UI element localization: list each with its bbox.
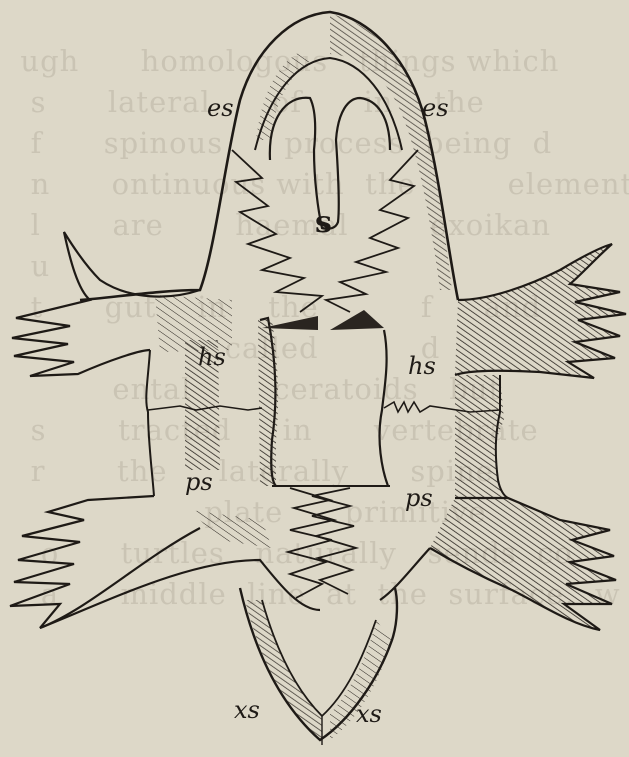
lower-bowl-edge-right bbox=[380, 548, 430, 600]
left-lower-hatch bbox=[190, 510, 272, 548]
label-es-right: es bbox=[422, 96, 449, 120]
label-xs-right: xs bbox=[356, 702, 382, 726]
right-upper-process bbox=[455, 244, 626, 378]
label-hs-right: hs bbox=[408, 354, 436, 378]
label-ps-left: ps bbox=[185, 470, 213, 494]
central-body-right bbox=[380, 330, 388, 486]
episternal-shading bbox=[330, 14, 452, 290]
episternal-shading-left bbox=[256, 52, 312, 140]
hypo-suture-left bbox=[288, 488, 334, 598]
central-dark-strip bbox=[258, 320, 278, 486]
label-ps-right: ps bbox=[405, 486, 433, 510]
lower-bowl-edge bbox=[40, 560, 320, 628]
label-s: s bbox=[315, 208, 332, 238]
left-lower-process bbox=[10, 496, 200, 628]
hyosternal-suture-right bbox=[326, 150, 418, 312]
left-mid-edge bbox=[146, 350, 154, 496]
label-es-left: es bbox=[207, 96, 234, 120]
right-triangle bbox=[330, 310, 384, 330]
label-xs-left: xs bbox=[234, 698, 260, 722]
hyosternal-suture-left bbox=[232, 150, 322, 312]
label-hs-left: hs bbox=[198, 345, 226, 369]
hypo-suture-right bbox=[312, 488, 356, 594]
right-lower-process bbox=[430, 498, 616, 630]
